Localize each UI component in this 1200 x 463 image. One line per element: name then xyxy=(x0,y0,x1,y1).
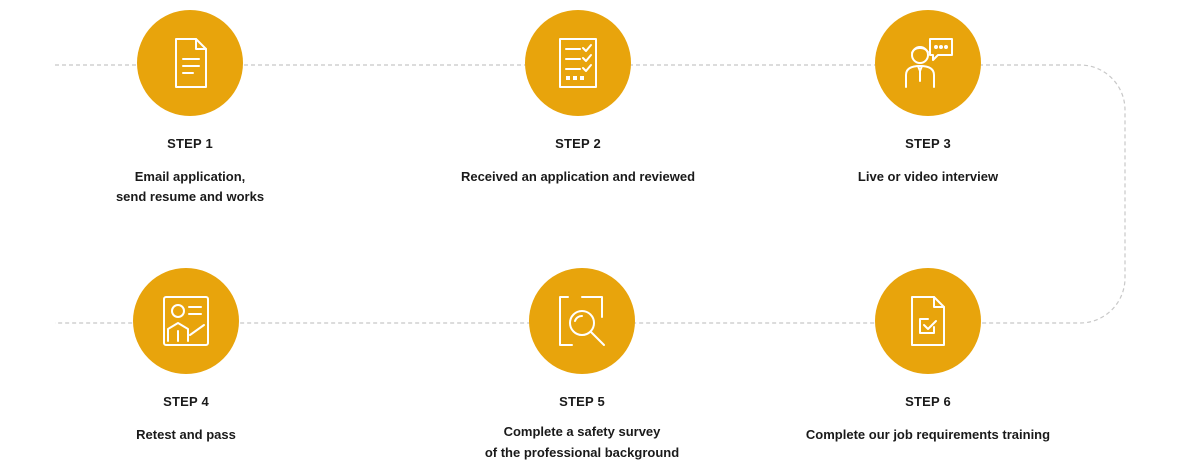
step-3-circle xyxy=(875,10,981,116)
id-card-icon xyxy=(163,296,209,346)
document-check-icon xyxy=(911,296,945,346)
step-1-circle xyxy=(137,10,243,116)
step-3-label: STEP 3 xyxy=(905,136,951,151)
step-2: STEP 2 Received an application and revie… xyxy=(428,10,728,187)
step-5-label: STEP 5 xyxy=(559,394,605,409)
step-2-circle xyxy=(525,10,631,116)
document-icon xyxy=(175,38,207,88)
step-6-label: STEP 6 xyxy=(905,394,951,409)
step-6-circle xyxy=(875,268,981,374)
step-5-description: Complete a safety survey of the professi… xyxy=(484,424,680,460)
step-2-label: STEP 2 xyxy=(555,136,601,151)
step-4-circle xyxy=(133,268,239,374)
step-1: STEP 1 Email application, send resume an… xyxy=(40,10,340,207)
step-4-label: STEP 4 xyxy=(163,394,209,409)
step-4: STEP 4 Retest and pass xyxy=(36,268,336,445)
step-6: STEP 6 Complete our job requirements tra… xyxy=(778,268,1078,445)
step-1-label: STEP 1 xyxy=(167,136,213,151)
step-2-description: Received an application and reviewed xyxy=(460,169,696,184)
step-5-circle xyxy=(529,268,635,374)
step-3: STEP 3 Live or video interview xyxy=(778,10,1078,187)
step-5: STEP 5 Complete a safety survey of the p… xyxy=(432,268,732,463)
interview-icon xyxy=(905,38,953,88)
step-4-description: Retest and pass xyxy=(136,427,236,442)
step-6-description: Complete our job requirements training xyxy=(805,427,1051,442)
step-1-description: Email application, send resume and works xyxy=(115,169,265,204)
process-connector-line xyxy=(55,64,1126,324)
process-diagram: STEP 1 Email application, send resume an… xyxy=(36,10,1126,460)
checklist-icon xyxy=(559,38,597,88)
step-3-description: Live or video interview xyxy=(857,169,999,184)
search-document-icon xyxy=(559,296,605,346)
